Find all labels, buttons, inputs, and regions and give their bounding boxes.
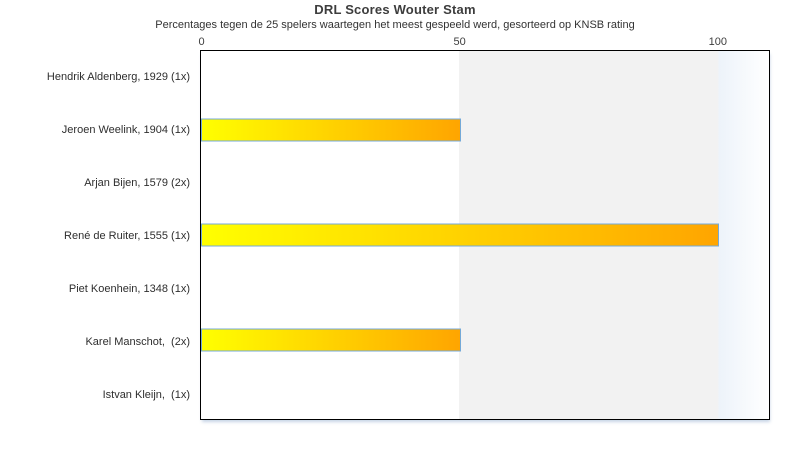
bar-row [201,104,769,157]
category-label: Arjan Bijen, 1579 (2x) [84,176,190,189]
plot-area [200,50,770,420]
bar-row [201,366,769,419]
bar [201,223,720,247]
category-label: Istvan Kleijn, (1x) [102,388,190,401]
bar-row [201,156,769,209]
x-tick-label: 0 [198,36,205,48]
y-axis-category-labels: Hendrik Aldenberg, 1929 (1x) Jeroen Weeli… [0,50,190,421]
category-label: Hendrik Aldenberg, 1929 (1x) [46,70,190,83]
chart-title: DRL Scores Wouter Stam [314,2,476,17]
x-tick-label: 50 [453,36,466,48]
bar-row [201,209,769,262]
bar [201,328,462,352]
category-label: Piet Koenhein, 1348 (1x) [68,282,190,295]
bar-row [201,51,769,104]
category-label: Karel Manschot, (2x) [85,335,190,348]
x-tick-label: 100 [708,36,728,48]
bar [201,118,462,142]
category-label: Jeroen Weelink, 1904 (1x) [61,123,190,136]
bar-row [201,261,769,314]
chart-subtitle: Percentages tegen de 25 spelers waartege… [155,19,635,31]
category-label: René de Ruiter, 1555 (1x) [64,229,190,242]
bar-row [201,314,769,367]
